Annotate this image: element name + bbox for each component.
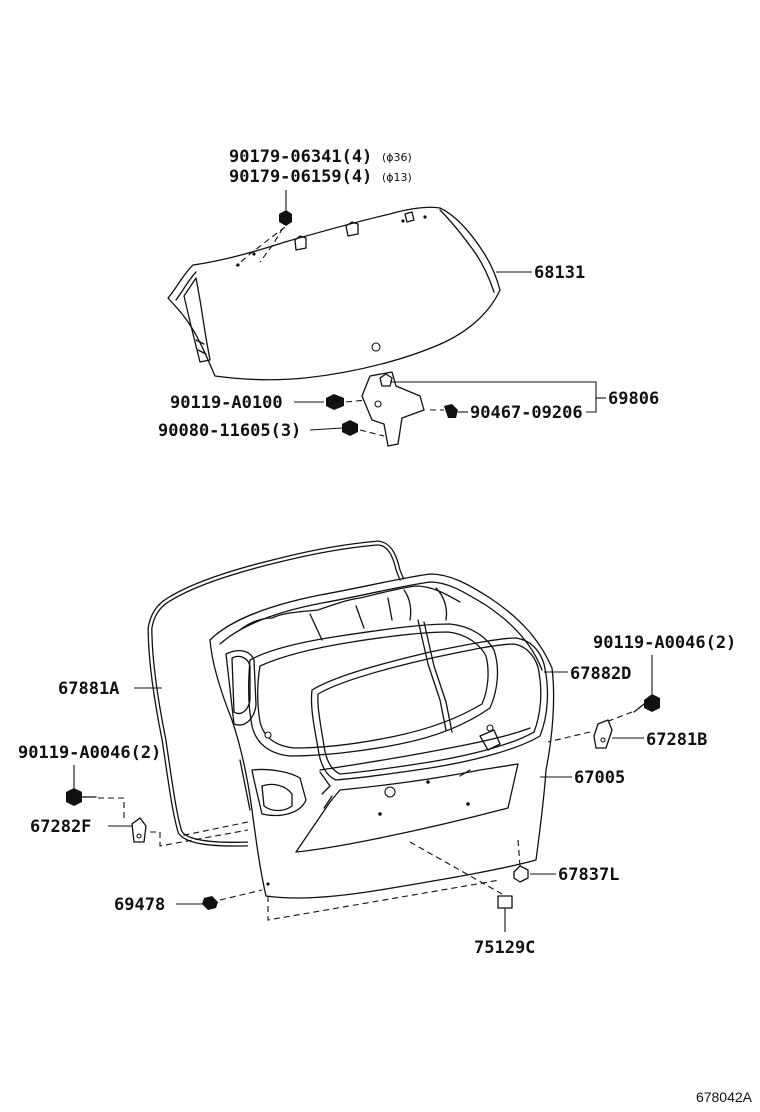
- hinge-bolts: [66, 694, 660, 806]
- label-67281B: 67281B: [646, 730, 707, 750]
- label-90467-09206: 90467-09206: [470, 403, 583, 423]
- figure-code: 678042A: [696, 1089, 753, 1105]
- label-90179-06341: 90179-06341(4): [229, 147, 372, 167]
- label-69478: 69478: [114, 895, 165, 915]
- label-90119-A0100: 90119-A0100: [170, 393, 283, 413]
- label-67882D: 67882D: [570, 664, 631, 684]
- label-90119-A0046-left: 90119-A0046(2): [18, 743, 161, 763]
- leader-lines: [73, 190, 653, 932]
- glass-fasteners: [235, 210, 292, 267]
- small-clips: [202, 865, 529, 910]
- label-68131: 68131: [534, 263, 585, 283]
- label-90179-06159-spec: (ϕ13): [382, 171, 412, 184]
- label-69806: 69806: [608, 389, 659, 409]
- back-door-glass-weatherstrip: [310, 637, 549, 781]
- label-67282F: 67282F: [30, 817, 91, 837]
- label-67881A: 67881A: [58, 679, 119, 699]
- label-90179-06159: 90179-06159(4): [229, 167, 372, 187]
- back-door-glass: [167, 206, 501, 381]
- part-number-labels: 90179-06341(4) (ϕ36) 90179-06159(4) (ϕ13…: [18, 147, 736, 958]
- label-75129C: 75129C: [474, 938, 535, 958]
- label-90080-11605: 90080-11605(3): [158, 421, 301, 441]
- high-mount-stop-lamp-bracket: [326, 371, 458, 447]
- label-67005: 67005: [574, 768, 625, 788]
- back-door-panel: [209, 573, 555, 899]
- back-door-hinges: [131, 719, 613, 843]
- label-90179-06341-spec: (ϕ36): [382, 151, 412, 164]
- back-door-weatherstrip: [147, 540, 405, 847]
- connection-dashes: [98, 711, 633, 921]
- label-67837L: 67837L: [558, 865, 619, 885]
- label-90119-A0046-right: 90119-A0046(2): [593, 633, 736, 653]
